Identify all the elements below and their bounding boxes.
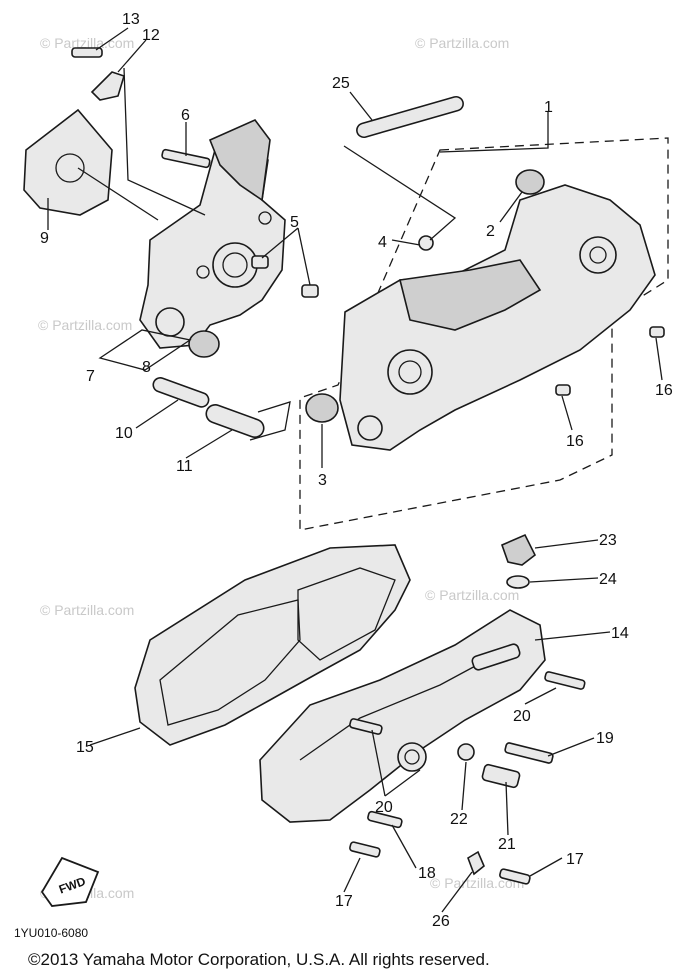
callout-26: 26	[432, 913, 450, 930]
callout-10: 10	[115, 425, 133, 442]
bearing-3	[305, 393, 339, 423]
watermark: © Partzilla.com	[425, 587, 519, 603]
callout-16: 16	[655, 382, 673, 399]
bolt-17	[349, 841, 381, 858]
callout-12: 12	[142, 27, 160, 44]
bolt-20	[349, 718, 383, 735]
dowel-pin	[301, 284, 319, 298]
bolt-13	[71, 47, 103, 58]
left-crankcase-half	[139, 119, 286, 349]
collar-11	[205, 404, 265, 438]
callout-9: 9	[40, 230, 49, 247]
callout-15: 15	[76, 739, 94, 756]
callout-17: 17	[566, 851, 584, 868]
diagram-code: 1YU010-6080	[14, 926, 88, 940]
watermark: © Partzilla.com	[40, 602, 134, 618]
watermark: © Partzilla.com	[40, 35, 134, 51]
callout-23: 23	[599, 532, 617, 549]
callout-11: 11	[176, 458, 193, 475]
pin-10	[152, 377, 210, 408]
fwd-arrow: FWD	[40, 856, 100, 907]
callout-14: 14	[611, 625, 629, 642]
callout-3: 3	[318, 472, 327, 489]
callout-25: 25	[332, 75, 350, 92]
plug-16	[555, 384, 571, 396]
filler-cap-23	[500, 533, 537, 566]
hose-25	[356, 95, 464, 139]
bolt-20	[544, 671, 586, 690]
watermark: © Partzilla.com	[415, 35, 509, 51]
callout-6: 6	[181, 107, 190, 124]
callout-17: 17	[335, 893, 353, 910]
o-ring-24	[506, 575, 530, 589]
callout-13: 13	[122, 11, 140, 28]
callout-2: 2	[486, 223, 495, 240]
retainer-clip	[90, 71, 125, 101]
callout-4: 4	[378, 234, 387, 251]
bolt-21	[481, 763, 521, 789]
clamp-26	[467, 850, 485, 876]
crankcase-assembly-boundary	[299, 137, 669, 531]
callout-1: 1	[544, 99, 553, 116]
callout-18: 18	[418, 865, 436, 882]
callout-7: 7	[86, 368, 95, 385]
cover-gasket	[134, 544, 411, 746]
callout-22: 22	[450, 811, 468, 828]
bushing-2	[515, 169, 545, 195]
watermark: © Partzilla.com	[430, 875, 524, 891]
callout-20: 20	[513, 708, 531, 725]
plug-16	[649, 326, 665, 338]
nut-4	[418, 235, 434, 251]
bolt-18	[367, 810, 403, 829]
callout-16: 16	[566, 433, 584, 450]
callout-20: 20	[375, 799, 393, 816]
callout-5: 5	[290, 214, 299, 231]
crankcase-exploded-diagram: © Partzilla.com © Partzilla.com © Partzi…	[14, 11, 673, 940]
copyright-notice: ©2013 Yamaha Motor Corporation, U.S.A. A…	[28, 950, 490, 969]
callout-21: 21	[498, 836, 516, 853]
bearing-8	[188, 330, 220, 358]
washer-22	[457, 743, 475, 761]
watermark: © Partzilla.com	[38, 317, 132, 333]
cover-plate	[23, 108, 113, 216]
dowel-pin	[251, 255, 269, 269]
bolt-19	[504, 742, 554, 764]
callout-8: 8	[142, 359, 151, 376]
bolt-6	[161, 148, 211, 169]
callout-labels: 13 12 6 5 9 7 8 10 11 3 25 1 2 4 16 16 2…	[40, 11, 673, 930]
callout-24: 24	[599, 571, 617, 588]
right-crankcase-half	[339, 184, 656, 451]
leader-lines	[47, 27, 663, 913]
callout-19: 19	[596, 730, 614, 747]
bolt-17	[499, 868, 531, 885]
